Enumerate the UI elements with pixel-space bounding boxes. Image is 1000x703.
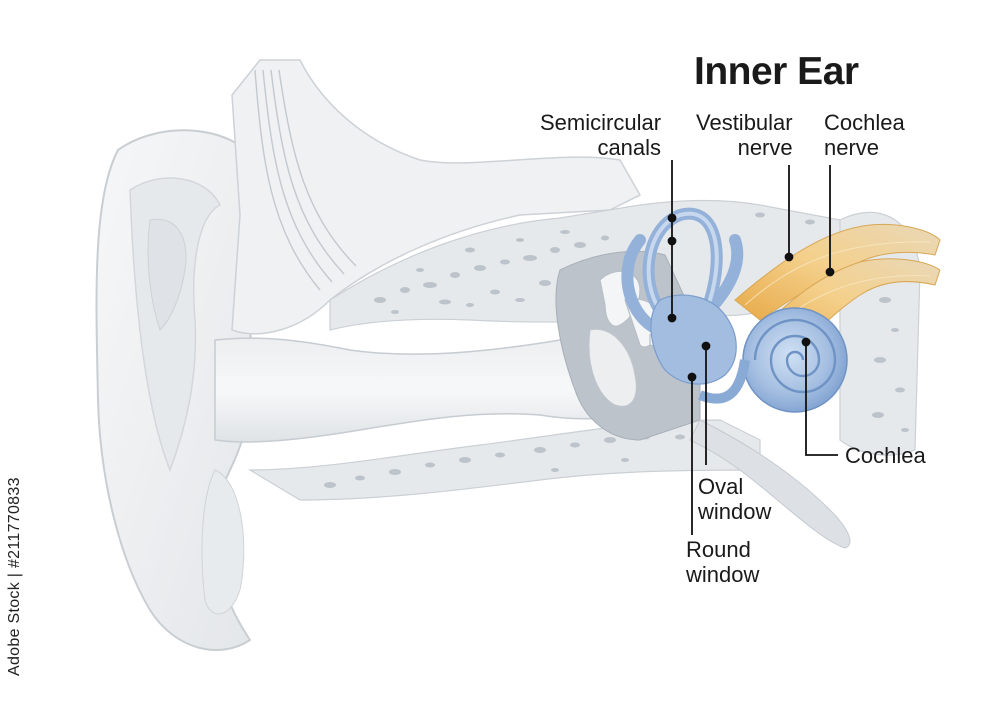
label-oval-window: Oval window — [698, 474, 771, 524]
ear-canal — [215, 338, 620, 442]
stock-watermark: Adobe Stock | #211770833 — [6, 477, 24, 676]
label-cochlea: Cochlea — [845, 443, 926, 468]
label-semicircular-canals: Semicircular canals — [540, 110, 661, 160]
label-vestibular-nerve: Vestibular nerve — [696, 110, 793, 160]
label-round-window: Round window — [686, 537, 759, 587]
diagram-title: Inner Ear — [694, 50, 859, 94]
label-cochlea-nerve: Cochlea nerve — [824, 110, 905, 160]
